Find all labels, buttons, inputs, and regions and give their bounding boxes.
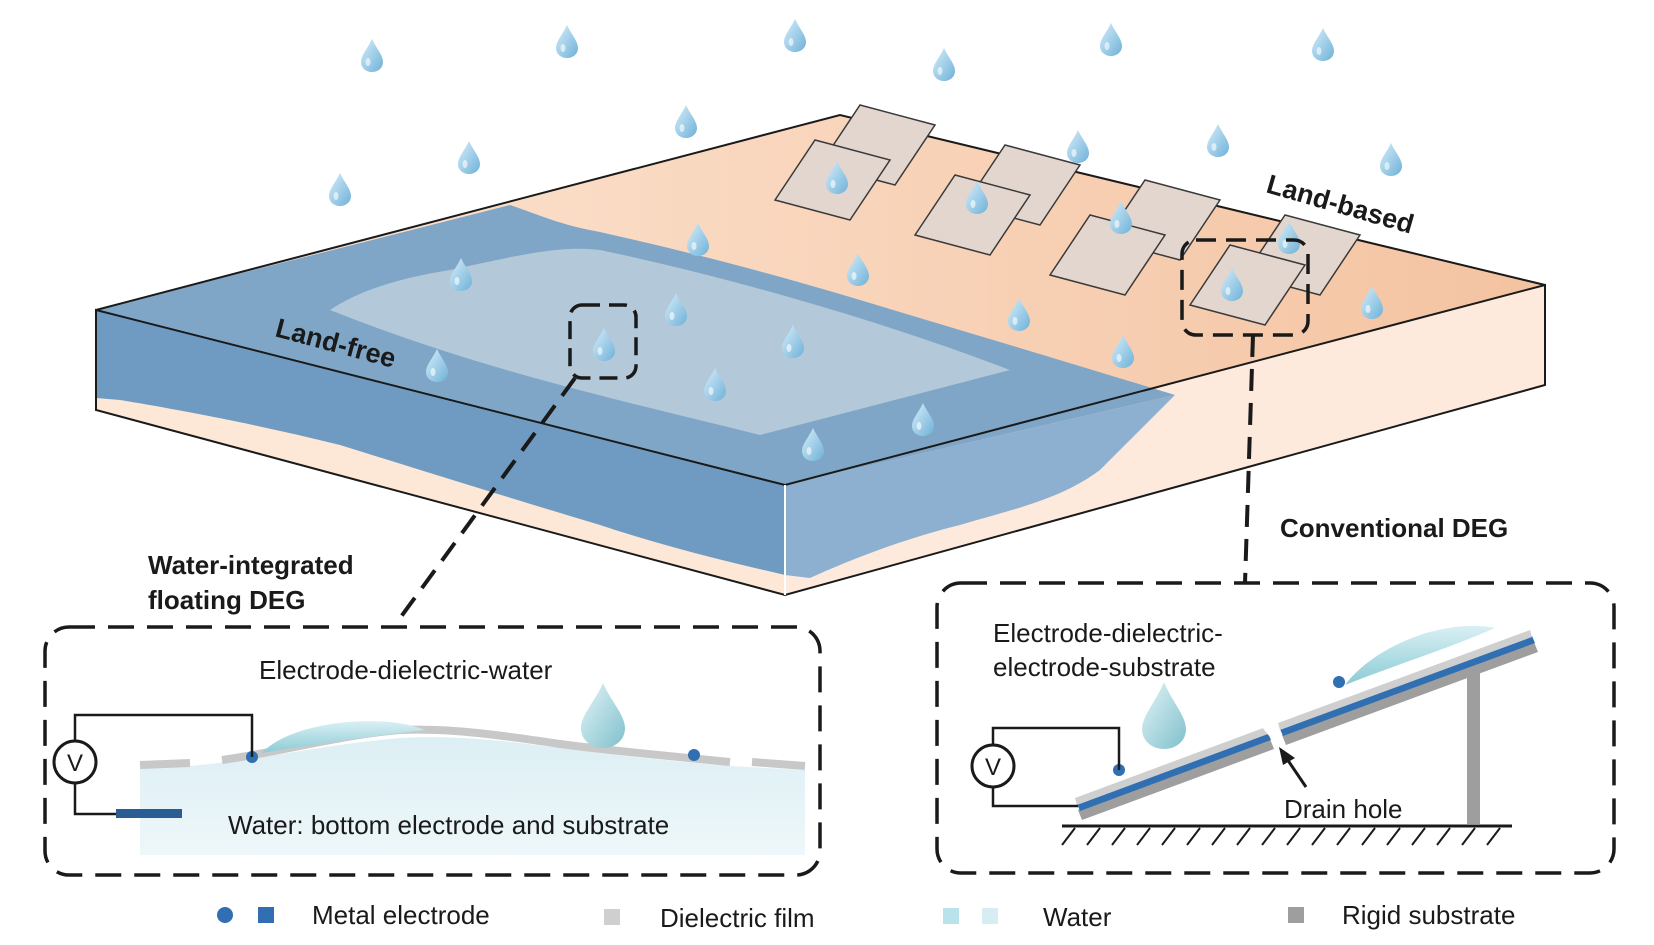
drain-hole-label: Drain hole — [1284, 794, 1403, 824]
floating-top-electrode — [688, 749, 700, 761]
legend-water-swatch — [943, 908, 959, 924]
legend-metal-electrode-label: Metal electrode — [312, 900, 490, 930]
conventional-voltmeter-symbol: V — [985, 754, 1001, 781]
legend-rigid-substrate-label: Rigid substrate — [1342, 900, 1515, 930]
deg-panel — [1048, 214, 1167, 296]
conventional-drop-on-plate — [1345, 625, 1495, 685]
legend-water-label: Water — [1043, 902, 1112, 932]
zoom-leader-conventional — [1243, 334, 1255, 584]
zoom-marker-floating — [568, 303, 638, 380]
water-right-face — [785, 395, 1175, 578]
legend-water-swatch — [982, 908, 998, 924]
deg-panel — [1188, 244, 1307, 326]
inclined-plate-lower — [1075, 727, 1274, 820]
deg-panel — [913, 174, 1032, 256]
floating-water-body — [140, 737, 805, 855]
drain-hole-arrowhead — [1279, 747, 1295, 765]
legend-dielectric-swatch — [604, 909, 620, 925]
conventional-deg-title: Conventional DEG — [1280, 513, 1508, 543]
conventional-inset-frame — [935, 581, 1616, 875]
drain-hole-gap — [1261, 725, 1284, 750]
legend-rigid-substrate-swatch — [1288, 907, 1304, 923]
floating-voltmeter-symbol: V — [67, 750, 83, 777]
conventional-circuit-wire — [991, 726, 1121, 770]
floating-structure-label: Electrode-dielectric-water — [259, 655, 553, 685]
legend-dielectric-label: Dielectric film — [660, 903, 815, 933]
floating-drop-on-film — [262, 721, 425, 753]
conventional-deg-inset: Electrode-dielectric- electrode-substrat… — [935, 581, 1616, 875]
water-front-face — [96, 310, 785, 575]
ground-hatch — [1061, 827, 1501, 846]
floating-deg-title-line1: Water-integrated — [148, 550, 354, 580]
conventional-circuit-wire — [991, 787, 1078, 808]
floating-voltmeter — [52, 739, 98, 785]
conventional-top-electrode — [1333, 676, 1345, 688]
floating-deg-inset: Electrode-dielectric-water V Water: bott… — [43, 625, 822, 877]
floating-circuit-wire — [73, 713, 254, 757]
conventional-structure-label-line2: electrode-substrate — [993, 652, 1216, 682]
conventional-voltmeter — [970, 743, 1016, 789]
legend-metal-electrode-dot — [217, 907, 233, 923]
inclined-plate-upper — [1278, 630, 1538, 745]
floating-deg-title-line2: floating DEG — [148, 585, 305, 615]
legend-metal-electrode-square — [258, 907, 274, 923]
floating-water-label: Water: bottom electrode and substrate — [228, 810, 669, 840]
floating-bottom-electrode — [116, 809, 182, 818]
conventional-falling-drop — [1142, 682, 1186, 749]
rigid-substrate-support — [1467, 672, 1480, 824]
floating-circuit-wire — [73, 783, 116, 816]
deg-panels — [773, 104, 1362, 326]
floating-falling-drop — [581, 683, 625, 748]
water-inner-light — [330, 248, 1010, 435]
floating-inset-frame — [43, 625, 822, 877]
legend: Metal electrode Dielectric film Water Ri… — [217, 900, 1515, 933]
conventional-structure-label-line1: Electrode-dielectric- — [993, 618, 1223, 648]
zoom-leader-floating — [393, 376, 577, 627]
zoom-marker-conventional — [1180, 238, 1310, 337]
